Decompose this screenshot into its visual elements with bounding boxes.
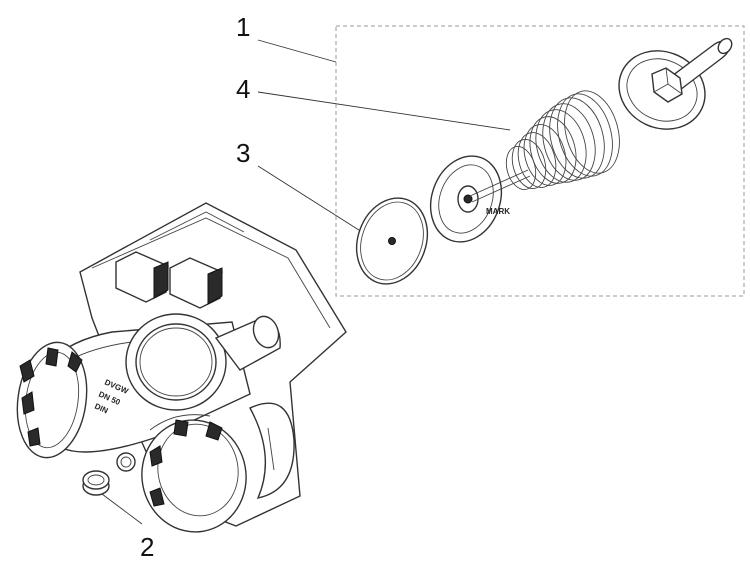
inlet-ring-icon	[16, 341, 88, 459]
drain-plug-icon	[82, 470, 110, 496]
kit-boundary-box	[335, 25, 745, 297]
leader-line-3	[257, 165, 363, 233]
compression-spring-icon	[505, 90, 620, 191]
upper-port-icon	[125, 313, 281, 411]
membrane-disc-icon	[355, 197, 429, 285]
valve-body-icon: DVGW DN 50 DIN	[16, 202, 347, 533]
leader-line-4	[257, 91, 511, 131]
leader-line-1	[257, 39, 337, 63]
callout-2: 2	[140, 532, 154, 562]
callout-1: 1	[236, 12, 250, 42]
leader-line-2	[101, 493, 143, 525]
svg-text:MARK: MARK	[486, 207, 510, 216]
callout-3: 3	[236, 138, 250, 168]
top-block-left-icon	[115, 251, 169, 303]
top-block-right-icon	[169, 257, 223, 309]
outlet-port-icon	[141, 414, 247, 533]
valve-plate-icon: MARK	[429, 155, 531, 243]
callout-4: 4	[236, 74, 250, 104]
bonnet-spindle-icon	[618, 37, 733, 130]
